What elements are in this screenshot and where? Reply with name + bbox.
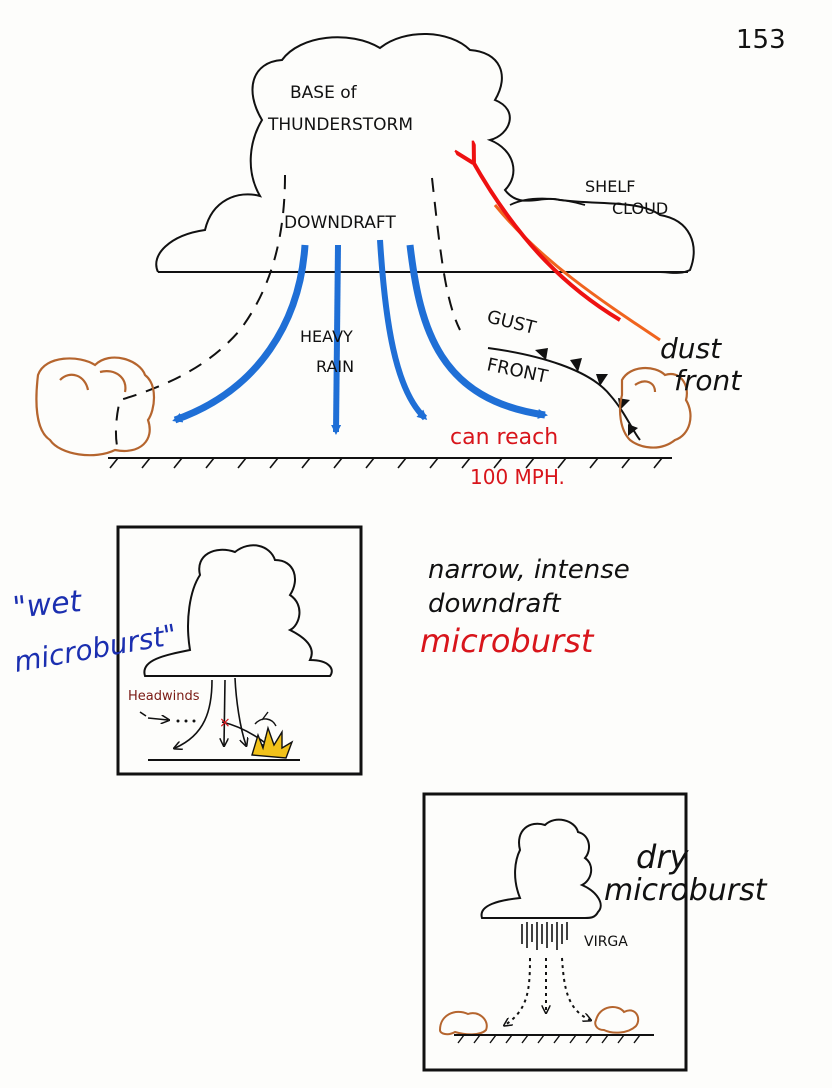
- definition-line1: narrow, intense: [428, 555, 630, 585]
- page-number: 153: [736, 25, 786, 55]
- virga-streaks: [521, 922, 568, 950]
- definition-line2: downdraft: [428, 589, 561, 619]
- dry-microburst-title-line1: dry: [636, 838, 689, 876]
- wet-microburst-title-line1: "wet: [11, 584, 84, 626]
- dust-label-line2: front: [674, 364, 742, 397]
- definition-term: microburst: [420, 622, 595, 660]
- wet-microburst-panel: × Headwinds: [116, 525, 363, 776]
- downdraft-boundary-left: [114, 174, 286, 451]
- rain-label-line1: HEAVY: [300, 327, 353, 346]
- dry-microburst-frame: [422, 792, 688, 1072]
- dust-label-line1: dust: [660, 332, 722, 365]
- dry-dust-left: [438, 1010, 488, 1036]
- storm-cloud-outline: [155, 32, 695, 274]
- wet-microburst-frame: [116, 525, 363, 776]
- dry-cloud-outline: [480, 818, 602, 919]
- downdraft-label: DOWNDRAFT: [284, 213, 396, 233]
- rain-label-line2: RAIN: [316, 357, 354, 376]
- cloud-label-line2: THUNDERSTORM: [267, 115, 413, 135]
- headwinds-label: Headwinds: [128, 689, 200, 704]
- dry-ground-line: [454, 1034, 654, 1044]
- dust-cloud-left: [35, 356, 156, 457]
- wet-x-mark: ×: [219, 715, 231, 731]
- virga-label: VIRGA: [584, 934, 628, 950]
- thunderstorm-diagram: BASE of THUNDERSTORM SHELF CLOUD DOWNDRA…: [35, 32, 742, 489]
- speed-label-line2: 100 MPH.: [470, 465, 565, 489]
- gust-label-line1: GUST: [485, 306, 539, 339]
- dry-microburst-panel: VIRGA dry microburst: [422, 792, 768, 1072]
- downdraft-boundary-right: [431, 177, 461, 331]
- shelf-label-line1: SHELF: [585, 177, 635, 196]
- ground-line: [108, 457, 672, 469]
- downdraft-arrows: [172, 239, 548, 435]
- speed-label-line1: can reach: [450, 425, 558, 450]
- crash-fire-icon: [251, 725, 294, 759]
- wet-microburst-title-line2: microburst": [11, 618, 179, 679]
- dry-microburst-title-line2: microburst: [604, 873, 768, 908]
- dry-dust-right: [594, 1006, 640, 1034]
- wet-cloud-outline: [143, 544, 333, 677]
- cloud-label-line1: BASE of: [290, 83, 358, 103]
- shelf-label-line2: CLOUD: [612, 199, 668, 218]
- gust-front-line: [487, 347, 641, 441]
- dots-trail: [176, 719, 196, 723]
- shelf-cloud-outline: [509, 197, 586, 206]
- airplane-icon: [254, 711, 277, 727]
- dust-cloud-right: [619, 367, 692, 449]
